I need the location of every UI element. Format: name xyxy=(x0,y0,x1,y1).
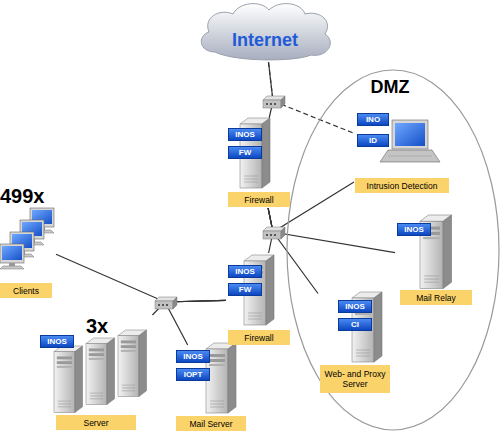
client-monitor xyxy=(0,244,24,269)
os-tag: CI xyxy=(338,318,372,331)
device-label: Clients xyxy=(0,283,52,298)
device-label: Web- and Proxy Server xyxy=(320,365,390,393)
server-group-node: 3xINOS Server xyxy=(36,315,154,433)
proxy-node: INOS CI Web- and Proxy Server xyxy=(318,293,392,395)
device-label: Mail Server xyxy=(176,416,246,431)
os-tag: INOS xyxy=(397,223,431,236)
count-label: 3x xyxy=(86,315,120,337)
os-tag: INOS xyxy=(338,300,372,313)
dmz-zone: DMZ INO ID Intrusion DetectionINOS Mail Rela… xyxy=(285,68,500,432)
network-hub xyxy=(155,297,177,309)
mail-server-tower xyxy=(206,343,236,413)
network-link xyxy=(268,208,318,294)
device-label: Firewall xyxy=(228,192,290,207)
os-tag: INOS xyxy=(228,265,262,278)
device-label: Firewall xyxy=(228,330,290,345)
clients-node: 499xClients xyxy=(0,185,56,299)
count-label: 499x xyxy=(0,185,56,207)
server-tower xyxy=(86,338,115,405)
laptop-symbol xyxy=(380,120,440,162)
ids-node: INO ID Intrusion Detection xyxy=(354,110,450,195)
device-label: Intrusion Detection xyxy=(355,178,449,193)
cloud-label: Internet xyxy=(195,30,335,50)
firewall-node: INOS FW Firewall xyxy=(226,118,292,208)
zone-label: DMZ xyxy=(355,76,425,98)
network-link xyxy=(268,182,354,232)
device-label: Server xyxy=(56,415,136,430)
os-tag: INOS xyxy=(228,128,262,141)
device-label: Mail Relay xyxy=(400,290,472,305)
os-tag: INOS xyxy=(176,350,210,363)
mail-relay-node: INOS Mail Relay xyxy=(395,212,475,307)
zone-outline xyxy=(287,70,499,430)
network-hub xyxy=(263,96,285,108)
os-tag: ID xyxy=(357,134,389,147)
os-tag: FW xyxy=(228,283,262,296)
firewall-node: INOS FW Firewall xyxy=(226,253,292,346)
server-tower xyxy=(118,330,147,397)
network-hub xyxy=(263,227,285,239)
os-tag: FW xyxy=(228,146,262,159)
zone-shape xyxy=(285,68,500,432)
mail-server-node: INOS IOPT Mail Server xyxy=(174,345,248,433)
os-tag: INO xyxy=(357,113,389,126)
os-tag: IOPT xyxy=(176,368,210,381)
server-tower xyxy=(54,346,83,413)
os-tag: INOS xyxy=(40,335,74,348)
internet-cloud: Internet xyxy=(195,0,335,62)
network-link xyxy=(56,254,226,302)
